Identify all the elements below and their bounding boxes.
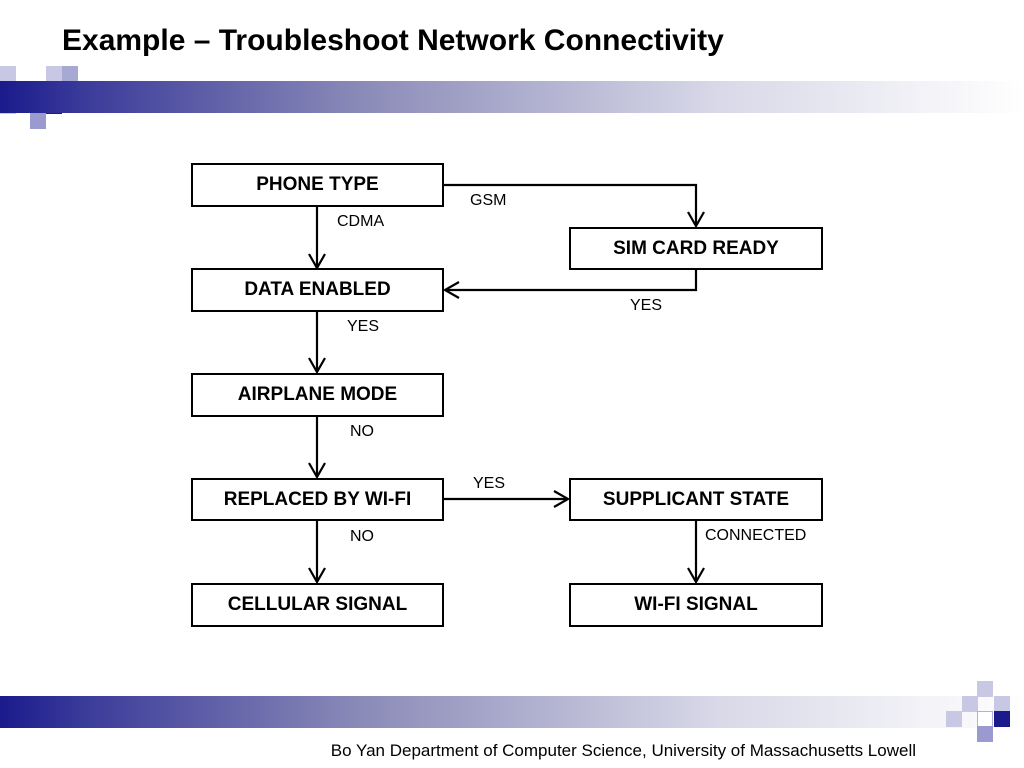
- edge-label-cdma: CDMA: [337, 213, 385, 230]
- decor-square: [30, 113, 46, 129]
- decor-square: [46, 66, 62, 82]
- node-sim-card-ready: SIM CARD READY: [569, 227, 823, 270]
- arrowhead: [553, 490, 571, 508]
- decor-square: [962, 696, 978, 712]
- node-replaced-by-wifi: REPLACED BY WI-FI: [191, 478, 444, 521]
- arrowhead: [308, 357, 326, 375]
- decor-square: [946, 711, 962, 727]
- edge-label-airplane-no: NO: [350, 423, 374, 440]
- decor-square: [977, 681, 993, 697]
- node-supplicant-state: SUPPLICANT STATE: [569, 478, 823, 521]
- arrowhead: [308, 462, 326, 480]
- arrowhead: [442, 281, 460, 299]
- header-band: [0, 81, 1024, 113]
- arrowhead: [308, 567, 326, 585]
- decor-square: [977, 711, 993, 727]
- decor-square: [994, 696, 1010, 712]
- decor-square: [0, 66, 16, 82]
- node-cellular-signal: CELLULAR SIGNAL: [191, 583, 444, 627]
- arrowhead: [687, 567, 705, 585]
- edge-label-connected: CONNECTED: [705, 527, 807, 544]
- decor-square: [62, 66, 78, 82]
- edge-label-sim-yes: YES: [630, 297, 663, 314]
- slide-footer: Bo Yan Department of Computer Science, U…: [330, 741, 916, 760]
- node-airplane-mode: AIRPLANE MODE: [191, 373, 444, 417]
- footer-band: [0, 696, 1024, 728]
- node-data-enabled: DATA ENABLED: [191, 268, 444, 312]
- edge-label-wifi-no: NO: [350, 528, 374, 545]
- node-phone-type: PHONE TYPE: [191, 163, 444, 207]
- edge-gsm: [443, 183, 698, 226]
- edge-label-wifi-yes: YES: [473, 475, 506, 492]
- edge-sim-yes: [445, 269, 698, 292]
- node-wifi-signal: WI-FI SIGNAL: [569, 583, 823, 627]
- decor-square: [994, 711, 1010, 727]
- slide-title: Example – Troubleshoot Network Connectiv…: [62, 24, 724, 57]
- edge-label-gsm: GSM: [470, 192, 507, 209]
- edge-label-data-yes: YES: [347, 318, 380, 335]
- arrowhead: [687, 211, 705, 229]
- decor-square: [977, 726, 993, 742]
